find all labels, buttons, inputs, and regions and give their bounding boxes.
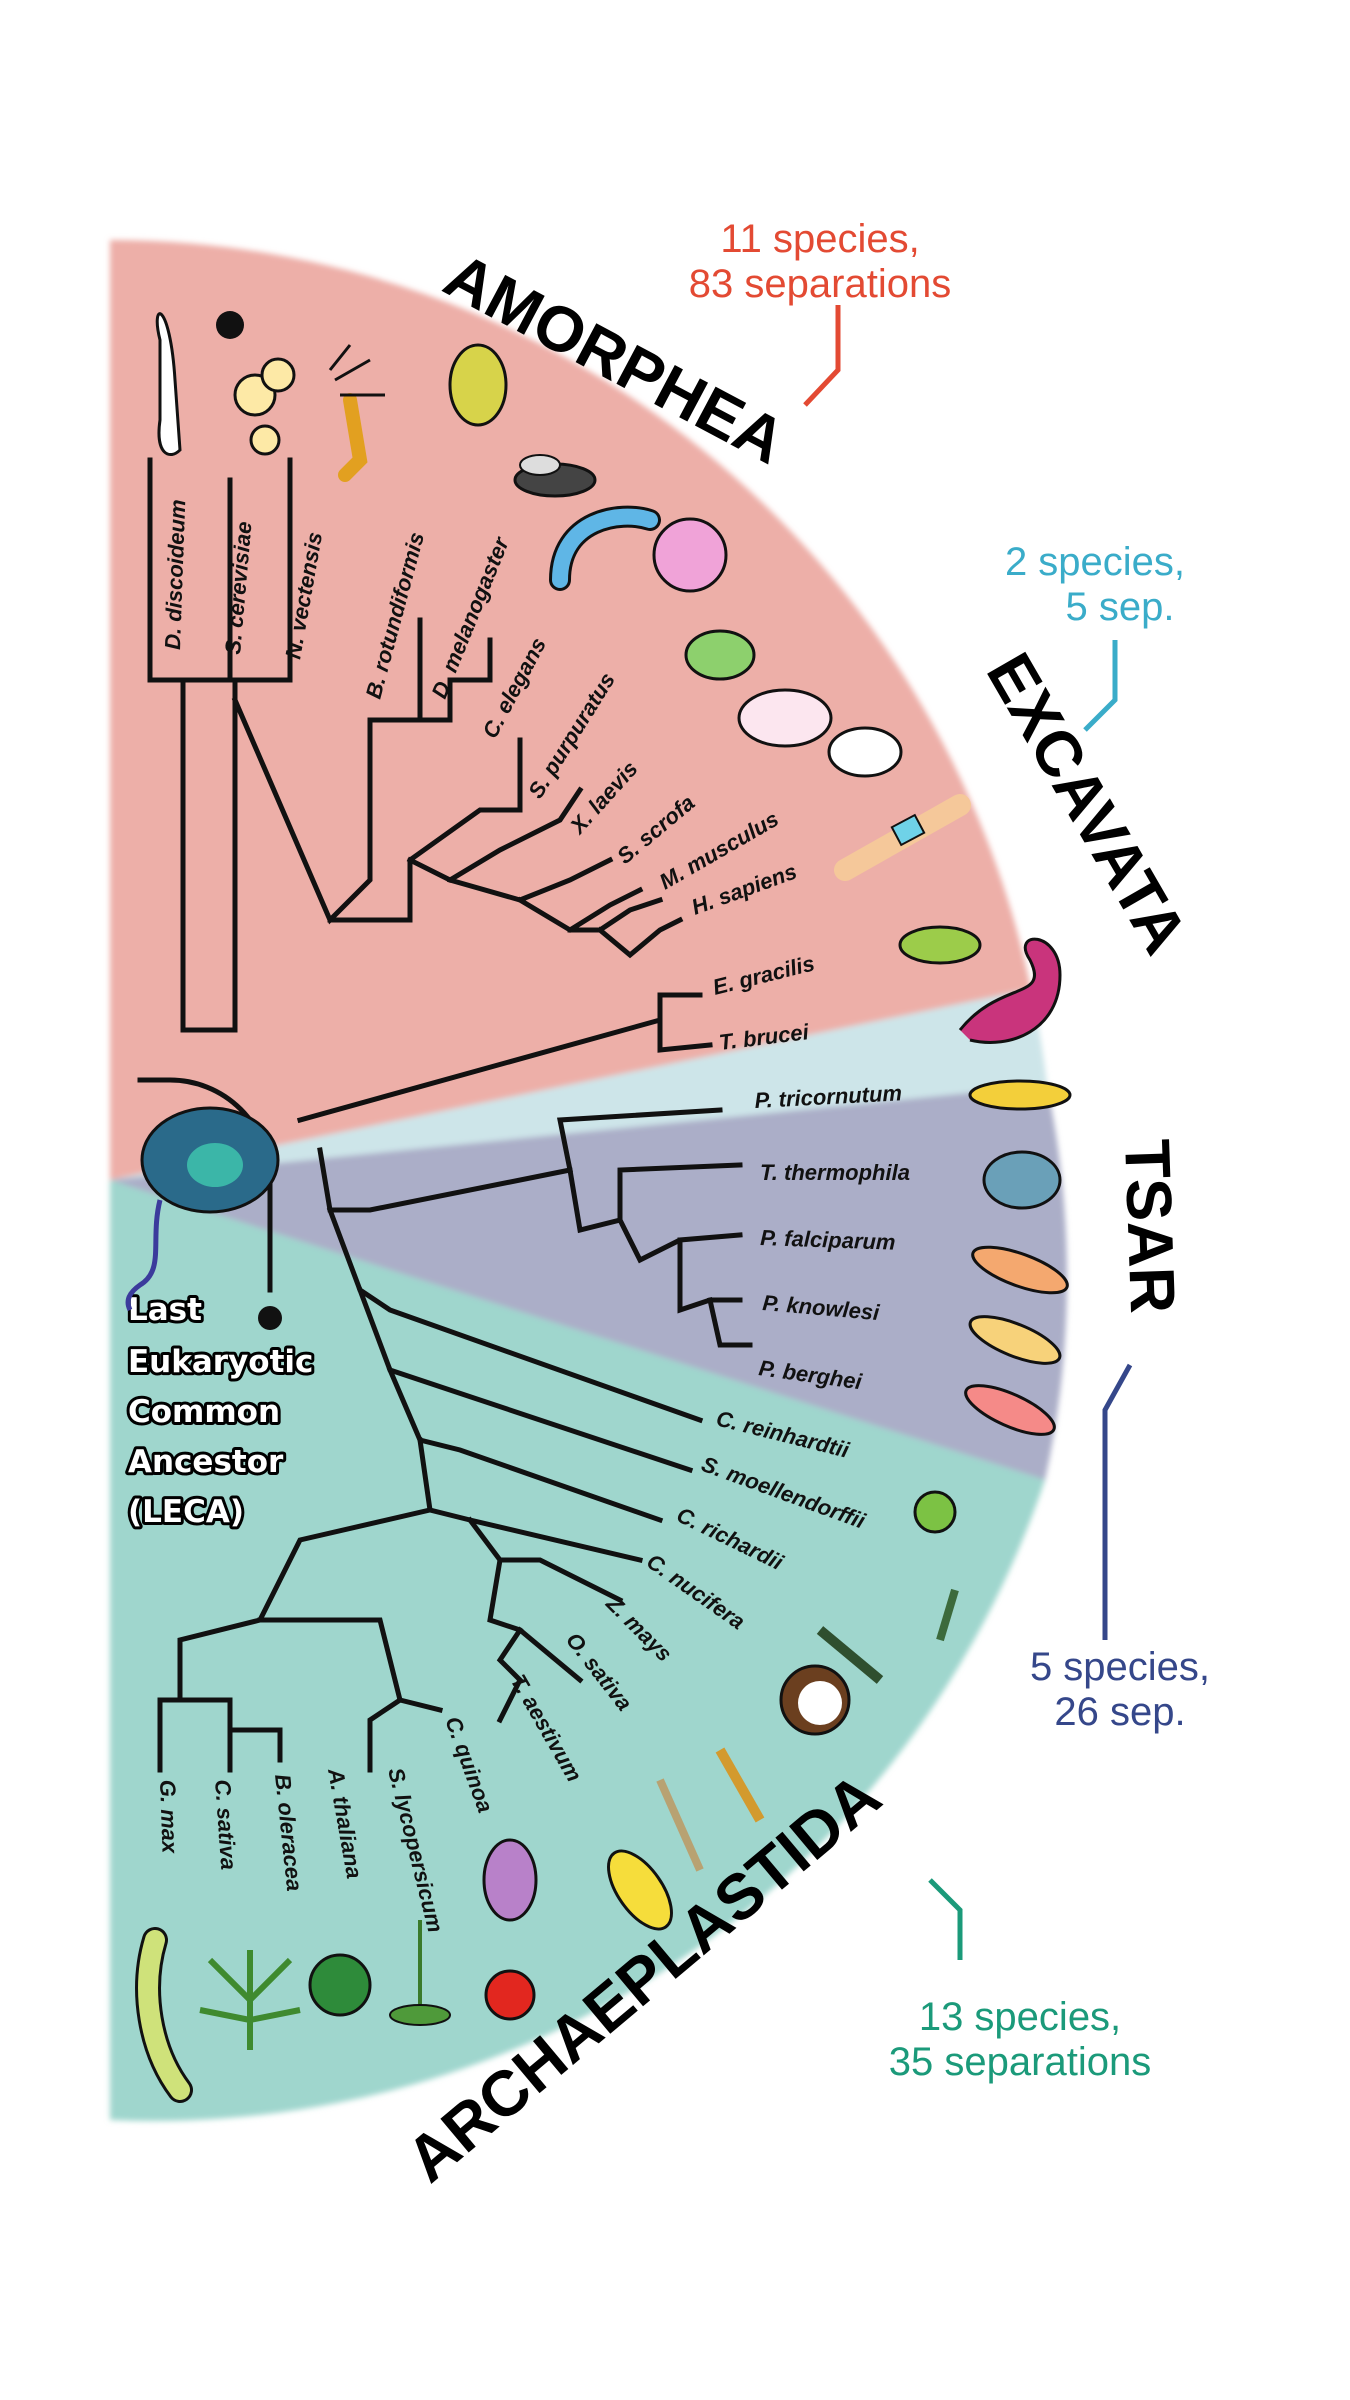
human-icon (834, 794, 971, 881)
svg-text:(LECA): (LECA) (128, 1494, 244, 1530)
svg-text:Eukaryotic: Eukaryotic (128, 1344, 313, 1380)
plasmodium-icon (971, 1245, 1069, 1295)
euglena-icon (898, 925, 982, 965)
tsar-labels: P. tricornutum T. thermophila P. falcipa… (754, 1080, 910, 1394)
svg-text:83 separations: 83 separations (689, 262, 951, 306)
svg-text:2 species,: 2 species, (1005, 540, 1185, 584)
spikemoss-icon (936, 1588, 959, 1642)
amoeba-icon (155, 311, 244, 456)
plasmodium-icon (964, 1384, 1056, 1436)
species-label: P. falciparum (760, 1225, 896, 1255)
coconut-icon (779, 1664, 851, 1736)
soybean-icon (135, 1927, 193, 2103)
svg-text:Ancestor: Ancestor (128, 1444, 284, 1480)
rice-icon (656, 1778, 704, 1872)
broccoli-icon (308, 1953, 372, 2017)
chlamydomonas-icon (913, 1490, 957, 1534)
frog-icon (684, 629, 756, 681)
species-label: T. thermophila (760, 1160, 910, 1185)
corn-icon (607, 1849, 673, 1931)
rotifer-icon (448, 343, 508, 427)
archaeplastida-sector (110, 1180, 1045, 2122)
wheat-icon (715, 1747, 765, 1823)
amorphea-count: 11 species, 83 separations (689, 217, 951, 407)
svg-text:26 sep.: 26 sep. (1054, 1690, 1185, 1734)
svg-text:Last: Last (128, 1292, 202, 1328)
archaeplastida-count: 13 species, 35 separations (889, 1878, 1151, 2084)
svg-text:35 separations: 35 separations (889, 2040, 1151, 2084)
tsar-count: 5 species, 26 sep. (1030, 1363, 1210, 1734)
svg-text:Common: Common (128, 1394, 280, 1430)
excavata-count: 2 species, 5 sep. (1005, 540, 1185, 732)
organism-icons (135, 311, 1072, 2103)
species-label: D. discoideum (160, 499, 190, 650)
tomato-icon (484, 1969, 536, 2021)
fly-icon (513, 454, 597, 498)
sea-urchin-icon (652, 517, 728, 593)
svg-text:13 species,: 13 species, (919, 1995, 1121, 2039)
leca-cell-icon (125, 1106, 280, 1312)
fern-icon (816, 1626, 884, 1684)
yeast-icon (233, 357, 296, 456)
species-label: G. max (155, 1779, 183, 1854)
svg-text:5 sep.: 5 sep. (1066, 585, 1175, 629)
pig-icon (737, 688, 833, 748)
mouse-icon (827, 726, 903, 778)
tsar-sector (110, 1085, 1067, 1480)
excavata-sector (110, 989, 1047, 1180)
arabidopsis-icon (389, 1920, 451, 2026)
cannabis-icon (199, 1950, 301, 2050)
ciliate-icon (982, 1150, 1062, 1210)
sea-anemone-icon (328, 344, 385, 482)
clade-name-tsar: TSAR (1111, 1138, 1189, 1315)
worm-icon (549, 505, 661, 591)
leca-label: Last Eukaryotic Common Ancestor (LECA) (125, 1289, 316, 1533)
svg-text:11 species,: 11 species, (720, 217, 919, 261)
plasmodium-icon (968, 1315, 1062, 1365)
diatom-icon (968, 1079, 1072, 1111)
trypanosome-icon (958, 937, 1062, 1044)
quinoa-icon (482, 1838, 538, 1922)
svg-text:5 species,: 5 species, (1030, 1645, 1210, 1689)
